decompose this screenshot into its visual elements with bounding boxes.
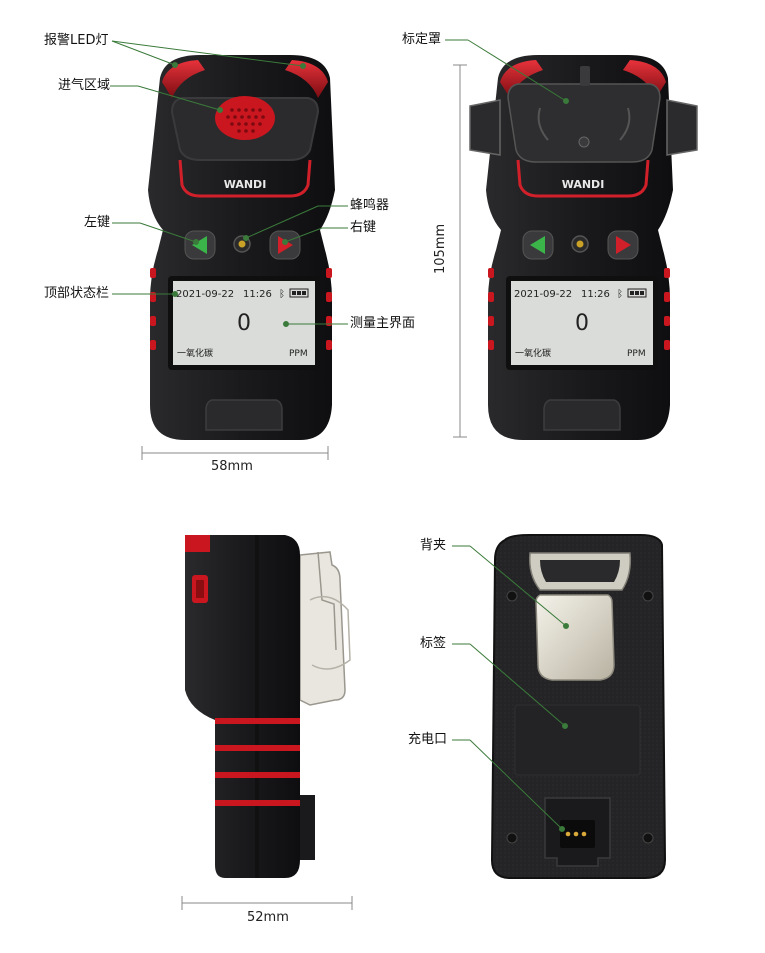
left-key[interactable]	[192, 236, 207, 254]
battery-icon	[289, 288, 309, 298]
back-clip	[535, 594, 615, 681]
front-device: WANDI 2021-09-22 11:26 ᛒ 0 一氧化碳 PPM	[148, 55, 335, 440]
dimension-lines	[141, 64, 467, 910]
lcd-unit: PPM	[289, 349, 308, 359]
dimension-height: 105mm	[433, 223, 448, 274]
lcd-value-2: 0	[575, 311, 589, 336]
lcd-screen-2	[511, 281, 653, 365]
label-main-measure-screen: 测量主界面	[350, 316, 416, 331]
label-charging-port: 充电口	[408, 732, 448, 747]
label-buzzer: 蜂鸣器	[350, 198, 390, 213]
alarm-led-right	[285, 60, 328, 98]
lcd-time-2: 11:26	[581, 289, 610, 300]
lcd-gas-name-2: 一氧化碳	[515, 347, 551, 359]
bluetooth-icon: ᛒ	[279, 289, 285, 300]
tag-area	[514, 704, 641, 776]
label-right-key: 右键	[350, 220, 377, 235]
alarm-led-left	[162, 60, 205, 98]
right-key[interactable]	[278, 236, 293, 254]
label-back-clip: 背夹	[420, 538, 447, 553]
lcd-screen	[173, 281, 315, 365]
lcd-date: 2021-09-22	[176, 289, 234, 300]
bluetooth-icon-2: ᛒ	[617, 289, 623, 300]
air-intake-grille	[215, 96, 275, 140]
label-air-intake: 进气区域	[58, 78, 111, 93]
label-left-key: 左键	[84, 215, 111, 230]
lcd-gas-name: 一氧化碳	[177, 347, 213, 359]
back-device	[490, 534, 667, 879]
lcd-value: 0	[237, 311, 251, 336]
lcd-date-2: 2021-09-22	[514, 289, 572, 300]
calibration-cover	[507, 83, 661, 163]
right-key-2[interactable]	[616, 236, 631, 254]
label-alarm-led: 报警LED灯	[44, 33, 109, 48]
dimension-width: 58mm	[211, 459, 253, 474]
brand-logo-2: WANDI	[562, 178, 605, 191]
dimension-depth: 52mm	[247, 910, 289, 925]
label-top-status-bar: 顶部状态栏	[44, 286, 110, 301]
lcd-time: 11:26	[243, 289, 272, 300]
label-calibration-cover: 标定罩	[402, 32, 442, 47]
label-tag: 标签	[420, 636, 447, 651]
front-device-with-cover: WANDI 2021-09-22 11:26 ᛒ 0 一氧化碳 PPM	[469, 55, 698, 440]
lcd-unit-2: PPM	[627, 349, 646, 359]
battery-icon-2	[627, 288, 647, 298]
left-key-2[interactable]	[530, 236, 545, 254]
side-device	[185, 535, 351, 878]
brand-logo: WANDI	[224, 178, 267, 191]
leader-lines	[110, 39, 569, 832]
